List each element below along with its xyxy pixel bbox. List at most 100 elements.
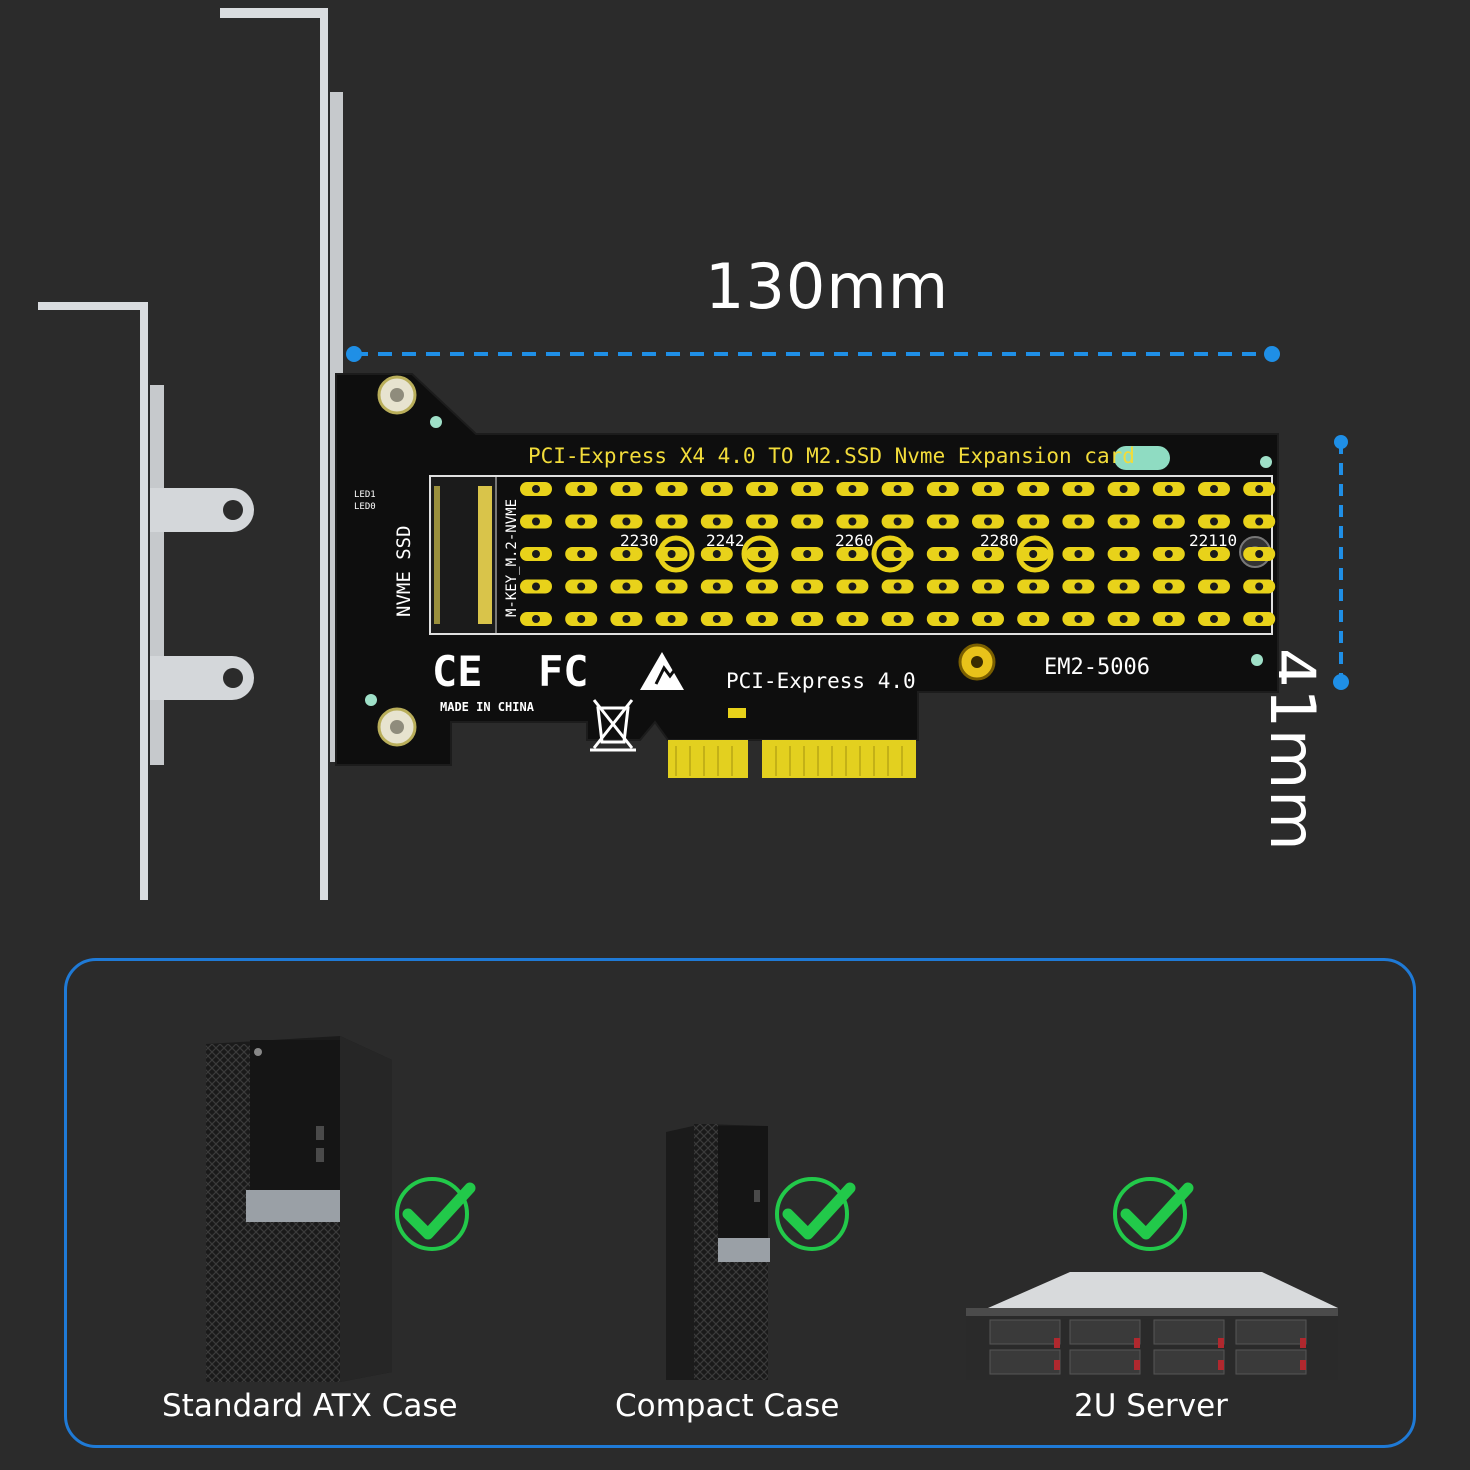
ce-mark: CE (432, 647, 483, 696)
mounting-pad-hole (712, 582, 721, 591)
mounting-pad-hole (667, 485, 676, 493)
mounting-pad-hole (893, 615, 902, 623)
mounting-pad-hole (667, 615, 676, 623)
mounting-pad-grid (520, 482, 1276, 626)
mounting-pad-hole (532, 485, 540, 493)
mounting-pad-hole (984, 517, 992, 526)
mounting-pad-hole (1255, 517, 1264, 526)
low-profile-bracket (38, 302, 254, 900)
weee-bin-icon (590, 699, 636, 752)
mounting-pad-hole (577, 517, 586, 526)
mounting-pad-hole (758, 517, 766, 526)
card-title-text: PCI-Express X4 4.0 TO M2.SSD Nvme Expans… (528, 444, 1135, 468)
check-icon-server (1113, 1177, 1194, 1251)
mounting-pad-hole (984, 485, 992, 493)
mounting-pad-hole (1029, 582, 1038, 591)
model-number-text: EM2-5006 (1044, 655, 1150, 680)
mounting-pad-hole (1119, 517, 1128, 526)
width-dimension-label: 130mm (705, 250, 950, 323)
caption-2u-server: 2U Server (1074, 1388, 1228, 1424)
mounting-pad-hole (1164, 550, 1173, 558)
mounting-pad-hole (893, 485, 902, 493)
mounting-pad-hole (1164, 582, 1173, 591)
mounting-pad-hole (984, 582, 992, 591)
mounting-pad-hole (893, 550, 902, 558)
mounting-pad-hole (848, 485, 857, 493)
mounting-pad-hole (848, 550, 857, 558)
mounting-pad-hole (622, 582, 631, 591)
pcie-version-text: PCI-Express 4.0 (726, 669, 916, 693)
led-component (728, 708, 746, 718)
mounting-pad-hole (712, 517, 721, 526)
mounting-pad-hole (577, 485, 586, 493)
mounting-pad-hole (1029, 550, 1038, 558)
mounting-pad-hole (938, 550, 947, 558)
mounting-pad-hole (803, 550, 812, 558)
mounting-pad-hole (1210, 485, 1218, 493)
led1-label: LED1 (354, 490, 376, 500)
mounting-pad-hole (1255, 485, 1264, 493)
mounting-pad-hole (984, 615, 992, 623)
mounting-pad-hole (758, 615, 766, 623)
rack-server-icon (966, 1272, 1338, 1380)
fcc-mark: FC (538, 647, 589, 696)
made-in-china-text: MADE IN CHINA (440, 700, 535, 714)
caption-standard-atx-case: Standard ATX Case (162, 1388, 458, 1424)
mounting-pad-hole (1255, 582, 1264, 591)
mounting-pad-hole (938, 582, 947, 591)
mounting-pad-hole (1119, 550, 1128, 558)
compatibility-panel (64, 958, 1416, 1448)
mounting-pad-hole (984, 550, 992, 558)
mounting-pad-hole (848, 582, 857, 591)
mounting-pad-hole (1074, 615, 1083, 623)
size-label-2242: 2242 (706, 531, 745, 550)
mounting-pad-hole (622, 517, 631, 526)
mounting-pad-hole (712, 615, 721, 623)
pcb-board (335, 373, 1279, 778)
size-mount-rings (657, 535, 1054, 573)
mounting-pad-hole (1119, 615, 1128, 623)
mounting-pad-hole (1074, 582, 1083, 591)
mounting-pad-hole (1164, 615, 1173, 623)
width-dimension-line (346, 346, 1280, 362)
height-dimension-line (1333, 435, 1349, 690)
mounting-pad-hole (1164, 517, 1173, 526)
mounting-pad-hole (1210, 550, 1218, 558)
mounting-pad-hole (712, 550, 721, 558)
mounting-pad-hole (667, 582, 676, 591)
mounting-pad-hole (622, 485, 631, 493)
led0-label: LED0 (354, 502, 376, 512)
mounting-pad-hole (712, 485, 721, 493)
mounting-pad-hole (532, 550, 540, 558)
check-icon-compact (775, 1177, 856, 1251)
size-label-2260: 2260 (835, 531, 874, 550)
mounting-pad-hole (938, 517, 947, 526)
mounting-pad-hole (758, 550, 766, 558)
mounting-pad-hole (1255, 550, 1264, 558)
mounting-pad-hole (803, 517, 812, 526)
mounting-pad-hole (1029, 485, 1038, 493)
mounting-pad-hole (532, 615, 540, 623)
mounting-pad-hole (848, 615, 857, 623)
mounting-pad-hole (532, 517, 540, 526)
size-label-2280: 2280 (980, 531, 1019, 550)
mounting-pad-hole (893, 582, 902, 591)
esd-warning-icon (640, 652, 684, 690)
mounting-pad-hole (758, 582, 766, 591)
mounting-pad-hole (1255, 615, 1264, 623)
caption-compact-case: Compact Case (615, 1388, 840, 1424)
mounting-pad-hole (803, 615, 812, 623)
mounting-pad-hole (1029, 615, 1038, 623)
expansion-card-illustration: PCI-Express X4 4.0 TO M2.SSD Nvme Expans… (38, 8, 1349, 900)
mounting-pad-hole (1029, 517, 1038, 526)
mounting-pad-hole (1210, 582, 1218, 591)
slot-key-label: M-KEY_M.2-NVME (504, 499, 520, 617)
mounting-pad-hole (1074, 517, 1083, 526)
mounting-pad-hole (803, 582, 812, 591)
mounting-pad-hole (938, 485, 947, 493)
tower-case-icon (206, 1036, 392, 1382)
mounting-pad-hole (532, 582, 540, 591)
mounting-pad-hole (1164, 485, 1173, 493)
compact-case-icon (666, 1124, 770, 1380)
size-label-2230: 2230 (620, 531, 659, 550)
